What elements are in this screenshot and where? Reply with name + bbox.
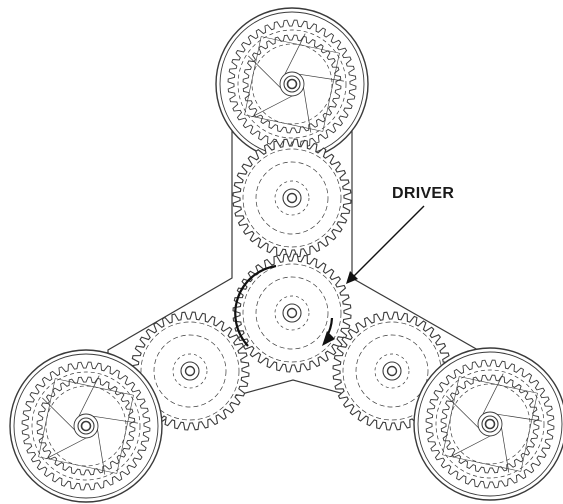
sun-pitch-circle (251, 43, 333, 125)
construction-square (38, 378, 134, 474)
hub-outer (282, 303, 302, 323)
pitch-circle (140, 321, 240, 421)
hub-dashed-circle (274, 295, 310, 331)
hub-bore (286, 78, 298, 90)
construction-square (244, 36, 340, 132)
driver-rotation-arc (234, 264, 277, 347)
spoke-line (482, 373, 504, 415)
hub-bore (286, 192, 298, 204)
spoke-line (97, 429, 106, 475)
driver-callout: DRIVER (234, 185, 454, 347)
ring-pitch-circle (237, 29, 347, 139)
left-planet-gear (9, 349, 163, 503)
bearing-circle (153, 334, 227, 408)
spoke-line (284, 33, 306, 75)
gear-layer (9, 7, 563, 503)
spoke-line (496, 413, 542, 422)
hub-dashed-circle (274, 180, 310, 216)
ring-pitch-circle (435, 369, 545, 479)
right-planet-gear (413, 347, 563, 501)
bearing-circle (255, 276, 329, 350)
spoke-line (449, 435, 491, 458)
hub-bore (484, 418, 496, 430)
spoke-line (92, 415, 138, 424)
spoke-line (446, 395, 479, 429)
spoke-line (303, 87, 312, 133)
hub-outer (382, 361, 402, 381)
sun-pitch-circle (45, 385, 127, 467)
hub-outer (282, 188, 302, 208)
hub-bore (184, 365, 196, 377)
spoke-line (298, 73, 344, 82)
hub-middle (77, 417, 95, 435)
bearing-circle (355, 334, 429, 408)
spoke-line (251, 95, 293, 118)
driver-leader-line (351, 205, 425, 279)
sun-pitch-circle (449, 383, 531, 465)
ring-pitch-circle (31, 371, 141, 481)
outer-ring-inner-edge (417, 351, 563, 497)
bearing-circle (255, 161, 329, 235)
hub-middle (481, 415, 499, 433)
spoke-line (78, 375, 100, 417)
spoke-line (501, 427, 510, 473)
outer-ring-inner-edge (13, 353, 159, 499)
spoke-line (248, 55, 281, 89)
hub-middle (283, 75, 301, 93)
hub-outer (180, 361, 200, 381)
top-planet-gear (215, 7, 369, 161)
hub-dashed-circle (374, 353, 410, 389)
driver-label: DRIVER (392, 185, 454, 202)
pitch-circle (242, 263, 342, 363)
hub-bore (286, 307, 298, 319)
hub-bore (386, 365, 398, 377)
driver-leader-arrowhead (346, 271, 358, 284)
spoke-line (45, 437, 87, 460)
driver-rotation-arrowhead (322, 331, 335, 346)
hub-dashed-circle (172, 353, 208, 389)
top-idler-gear (232, 138, 352, 258)
driver-gear (232, 253, 352, 373)
hub-bore (80, 420, 92, 432)
pitch-circle (242, 148, 342, 248)
spoke-line (42, 397, 75, 431)
construction-square (442, 376, 538, 472)
